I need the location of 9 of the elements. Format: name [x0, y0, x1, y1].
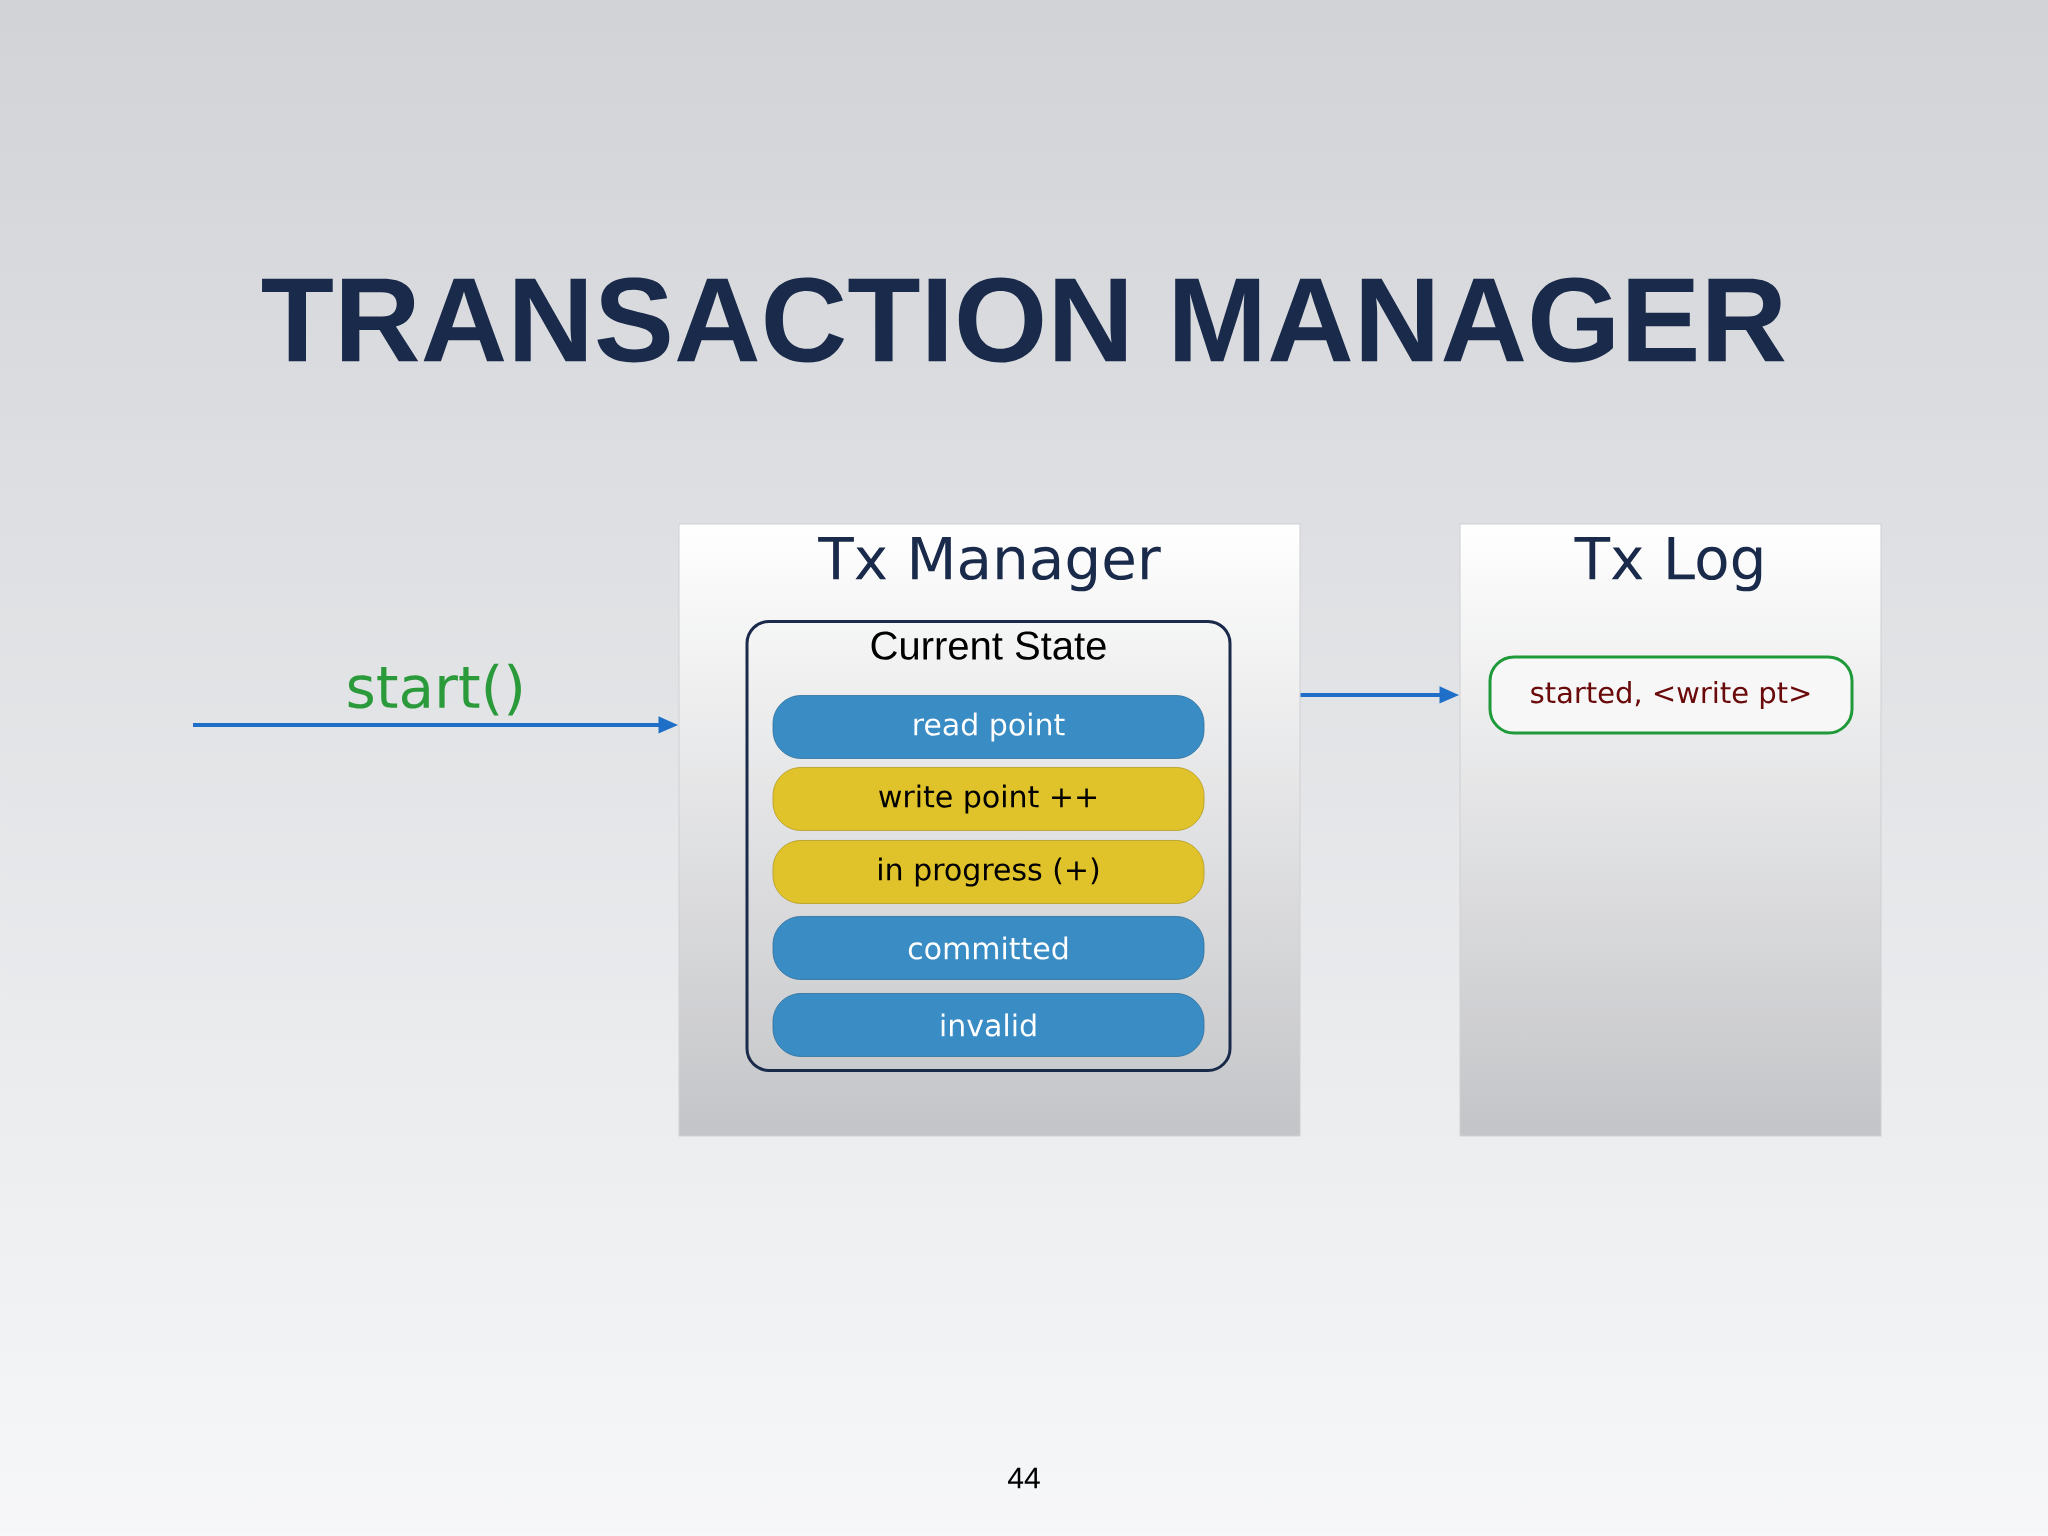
state-pill: invalid [772, 993, 1205, 1057]
state-pill: in progress (+) [772, 840, 1205, 904]
edge-label: start() [348, 663, 521, 716]
log-entry-box: started, <write pt> [1488, 655, 1854, 735]
state-pill: committed [772, 916, 1205, 980]
state-pill: read point [772, 695, 1205, 759]
state-pill: write point ++ [772, 767, 1205, 831]
page-number: 44 [1008, 1467, 1040, 1489]
title: TRANSACTION MANAGER [262, 277, 1785, 363]
